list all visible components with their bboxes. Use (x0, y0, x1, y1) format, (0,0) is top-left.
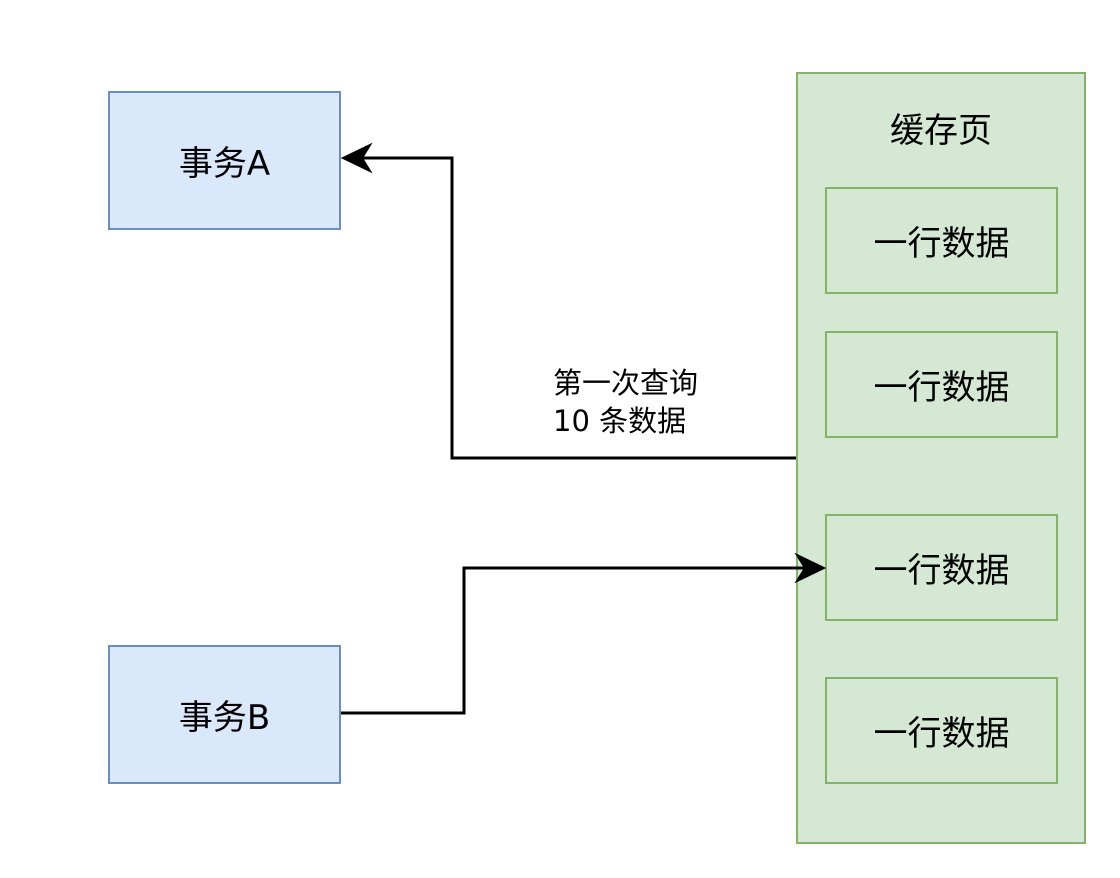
query-label: 第一次查询 10 条数据 (553, 364, 698, 440)
data-row-1: 一行数据 (825, 187, 1058, 294)
transaction-a-node: 事务A (108, 91, 341, 230)
arrowhead-to-transaction-a (340, 142, 373, 174)
query-label-line-1: 第一次查询 (553, 366, 699, 400)
query-result-connector (362, 156, 796, 460)
data-row-4: 一行数据 (825, 677, 1058, 784)
transaction-b-connector (341, 566, 805, 715)
data-row-2: 一行数据 (825, 331, 1058, 438)
cache-page-title: 缓存页 (890, 111, 992, 151)
arrowhead-to-data-row-3 (794, 552, 827, 584)
data-row-3: 一行数据 (825, 514, 1058, 621)
query-label-line-2: 10 条数据 (553, 404, 687, 438)
transaction-b-node: 事务B (108, 645, 341, 784)
